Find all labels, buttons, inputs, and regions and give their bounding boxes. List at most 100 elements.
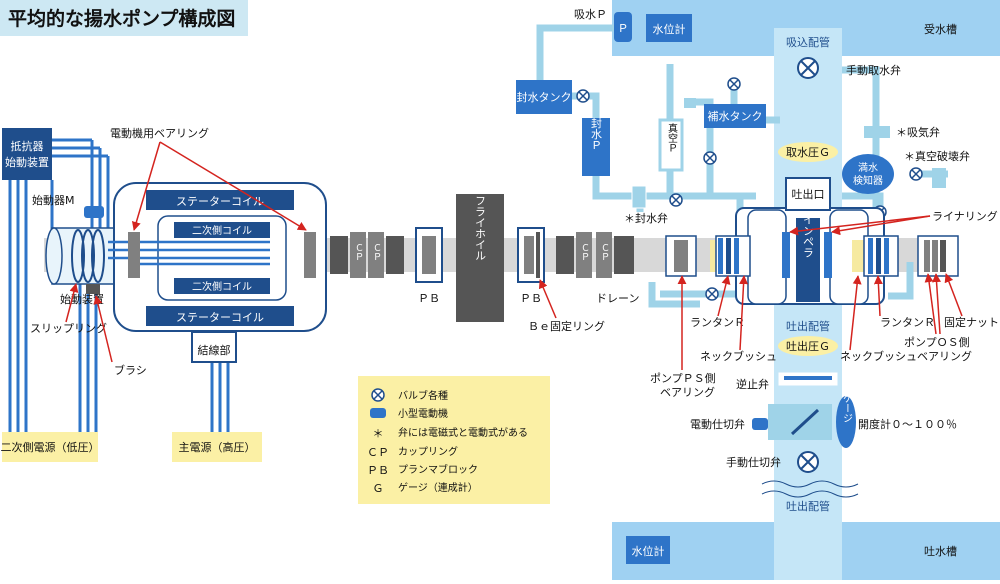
svg-text:ＣＰ: ＣＰ: [367, 446, 389, 459]
legend-gauge: ゲージ（連成計）: [398, 481, 478, 494]
pb-right-label: ＰＢ: [520, 292, 542, 305]
secondary-coil-bottom: [174, 278, 270, 294]
full-detector: [842, 154, 894, 194]
discharge-pipe-bottom-label: 吐出配管: [786, 499, 830, 513]
makeup-tank-label: 補水タンク: [708, 110, 763, 123]
casing-inner-left: [747, 209, 787, 305]
check-valve-disc: [784, 376, 832, 380]
water-gauge-top-label: 水位計: [653, 22, 686, 36]
seal-tank: [516, 80, 572, 114]
vacuum-pump: [658, 118, 684, 172]
pump-os-bearing-1: [924, 240, 930, 272]
lantern-r-right-label: ランタンＲ: [880, 316, 935, 329]
connection-box: [191, 331, 237, 363]
water-gauge-top: [646, 14, 692, 42]
drain-label: ドレーン: [596, 292, 639, 305]
slip-ring-label: スリップリング: [30, 321, 107, 335]
motor-bearing-left: [128, 232, 140, 278]
shaft-collar-right: [556, 236, 574, 274]
cp-label-4: ＣＰ: [599, 243, 609, 261]
suction-pump-icon: [614, 12, 632, 42]
suction-pump-p: Ｐ: [618, 22, 629, 35]
pb-left-label: ＰＢ: [418, 292, 440, 305]
legend-valve-type: 弁には電磁式と電動式がある: [398, 426, 528, 439]
starter-m-label: 始動器M: [32, 193, 75, 207]
seal-pump: [582, 118, 610, 176]
neck-bush-left-label: ネックブッシュ: [700, 349, 777, 363]
motor-valve-body: [768, 404, 832, 440]
lantern-ring-left-1: [718, 238, 723, 274]
air-valve: [864, 126, 890, 138]
legend-symbols: ＊ ＣＰ ＰＢ Ｇ: [367, 388, 389, 495]
outlet-box: [785, 177, 831, 211]
intake-pressure-label: 取水圧Ｇ: [786, 146, 830, 159]
makeup-tank: [704, 104, 766, 128]
motor-bearing-right: [304, 232, 316, 278]
lantern-ring-right-3: [884, 238, 889, 274]
secondary-coil-top: [174, 222, 270, 238]
motor-valve-disc: [790, 408, 820, 436]
motor-valve-label: 電動仕切弁: [690, 417, 745, 431]
pump-ps-bearing-label-1: ポンプＰＳ側: [650, 372, 716, 385]
discharge-tank-label: 吐水槽: [924, 545, 957, 558]
fixed-nut-label: 固定ナット: [944, 315, 999, 329]
shaft-collar-right-2: [614, 236, 634, 274]
outlet-label: 吐出口: [792, 187, 825, 201]
slip-ring: [45, 227, 123, 285]
water-gauge-bottom-label: 水位計: [632, 544, 665, 558]
brush-block: [86, 284, 100, 294]
stator-coil-top-label: ステーターコイル: [176, 195, 264, 208]
lantern-r-left-label: ランタンＲ: [690, 316, 745, 329]
page-title: 平均的な揚水ポンプ構成図: [8, 7, 235, 30]
title-box: [0, 0, 248, 36]
manual-gate-valve-cross: [800, 454, 816, 470]
pump-os-bearing-2: [932, 240, 938, 272]
water-gauge-bottom: [626, 536, 670, 564]
pump-ps-bearing-label-2: ベアリング: [660, 385, 715, 399]
coupling-3: [576, 232, 592, 278]
suction-pump-label: 吸水Ｐ: [574, 8, 607, 21]
suction-pipe-label: 吸込配管: [786, 35, 830, 49]
secondary-coil-bottom-label: 二次側コイル: [192, 280, 252, 293]
neck-bush-bearing-label: ネックブッシュベアリング: [840, 349, 972, 363]
plummer-block-right-bearing: [524, 236, 534, 274]
vacuum-pump-label: 真空Ｐ: [666, 122, 678, 153]
vacuum-pump-valve: [684, 98, 696, 108]
impeller-label: インペラ: [802, 214, 815, 258]
cp-label-2: ＣＰ: [371, 243, 381, 261]
seal-valve-label: ＊封水弁: [624, 211, 668, 225]
legend-small-motor: 小型電動機: [398, 407, 448, 420]
liner-ring-label: ライナリング: [932, 209, 998, 223]
manual-intake-valve-cross: [800, 60, 816, 76]
stator-coil-bottom-label: ステーターコイル: [176, 311, 264, 324]
be-fixing-ring: [536, 232, 540, 278]
seal-pump-label: 封水Ｐ: [590, 116, 603, 150]
brush-label: ブラシ: [114, 363, 147, 377]
legend-valves: バルブ各種: [398, 389, 448, 402]
vacuum-break-valve-label: ＊真空破壊弁: [904, 149, 970, 163]
be-ring-label: Ｂｅ固定リング: [528, 319, 605, 333]
secondary-coil-top-label: 二次側コイル: [192, 224, 252, 237]
cp-label-3: ＣＰ: [579, 243, 589, 261]
main-power-label: 主電源（高圧）: [179, 440, 256, 454]
stator-coil-bottom: [146, 306, 294, 326]
vacuum-break-valve: [932, 168, 946, 188]
plummer-block-left-bearing: [422, 236, 436, 274]
receiving-tank-label: 受水槽: [924, 23, 957, 36]
legend-coupling: カップリング: [398, 445, 458, 458]
pump-os-label: ポンプＯＳ側: [904, 336, 970, 349]
cp-label-1: ＣＰ: [353, 243, 363, 261]
stator-coil-top: [146, 190, 294, 210]
connection-label: 結線部: [198, 343, 231, 357]
coupling-1: [350, 232, 366, 278]
gauge-label: ゲージ: [841, 393, 853, 423]
lantern-ring-left-2: [726, 238, 731, 274]
lantern-ring-right-1: [868, 238, 873, 274]
check-valve-label: 逆止弁: [736, 377, 769, 391]
motor-valve-actuator-icon: [752, 418, 768, 430]
opening-gauge: [836, 396, 856, 448]
discharge-pressure-gauge: [778, 336, 838, 356]
full-detector-label-2: 検知器: [853, 174, 883, 187]
